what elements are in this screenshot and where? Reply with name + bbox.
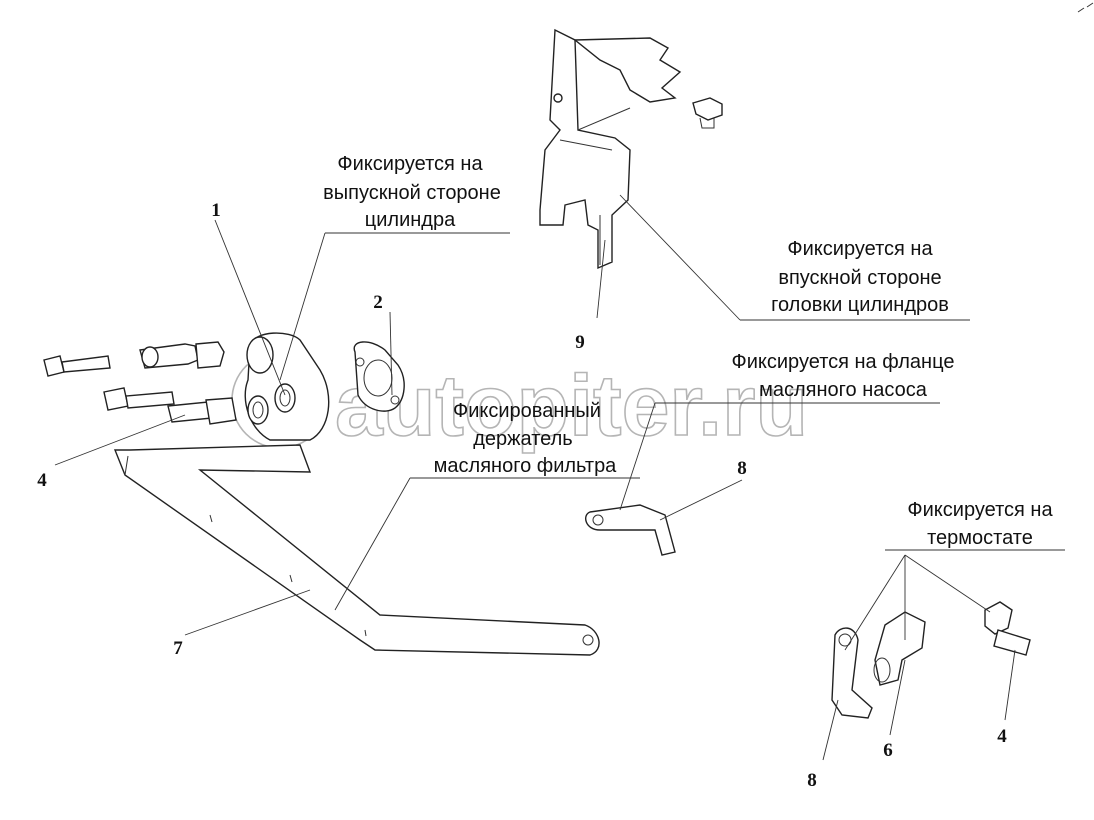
callout-9: 9 [575,332,585,353]
svg-text:термостате: термостате [927,527,1033,549]
label-oil-pump-flange: Фиксируется на фланце масляного насоса [732,351,955,401]
svg-text:цилиндра: цилиндра [365,209,456,231]
thermostat-parts [831,601,1031,719]
callout-2: 2 [373,292,383,313]
callout-7: 7 [173,638,183,659]
callout-8b: 8 [807,770,817,791]
callout-1: 1 [211,200,221,221]
watermark: autopiter.ru [231,351,809,455]
svg-text:масляного насоса: масляного насоса [759,379,928,401]
svg-text:Фиксированный: Фиксированный [453,400,601,422]
svg-text:головки цилиндров: головки цилиндров [771,294,949,316]
callout-6: 6 [883,740,893,761]
label-oil-filter-bracket: Фиксированный держатель масляного фильтр… [434,400,618,477]
svg-text:впускной стороне: впускной стороне [778,267,941,289]
svg-text:autopiter.ru: autopiter.ru [335,358,808,454]
callout-4: 4 [37,470,47,491]
label-thermostat: Фиксируется на термостате [907,499,1053,549]
label-exhaust-side: Фиксируется на выпускной стороне цилиндр… [323,153,501,231]
bolts-and-fittings [43,341,269,425]
callout-4b: 4 [997,726,1007,747]
leader-lines [54,194,1065,761]
label-intake-side: Фиксируется на впускной стороне головки … [771,238,949,316]
corner-mark [1077,2,1094,13]
part-8-bracket [584,504,676,556]
part-7-bracket [113,444,600,656]
svg-text:Фиксируется на: Фиксируется на [787,238,933,260]
callout-numbers: 1 2 9 4 8 7 8 6 4 [37,200,1007,791]
svg-text:масляного фильтра: масляного фильтра [434,455,618,477]
svg-text:держатель: держатель [473,428,572,450]
svg-text:Фиксируется на: Фиксируется на [337,153,483,175]
part-9-bracket [539,28,723,270]
part-2-gasket [353,341,405,412]
svg-text:выпускной стороне: выпускной стороне [323,182,501,204]
svg-text:Фиксируется на: Фиксируется на [907,499,1053,521]
callout-8: 8 [737,458,747,479]
svg-text:Фиксируется на фланце: Фиксируется на фланце [732,351,955,373]
